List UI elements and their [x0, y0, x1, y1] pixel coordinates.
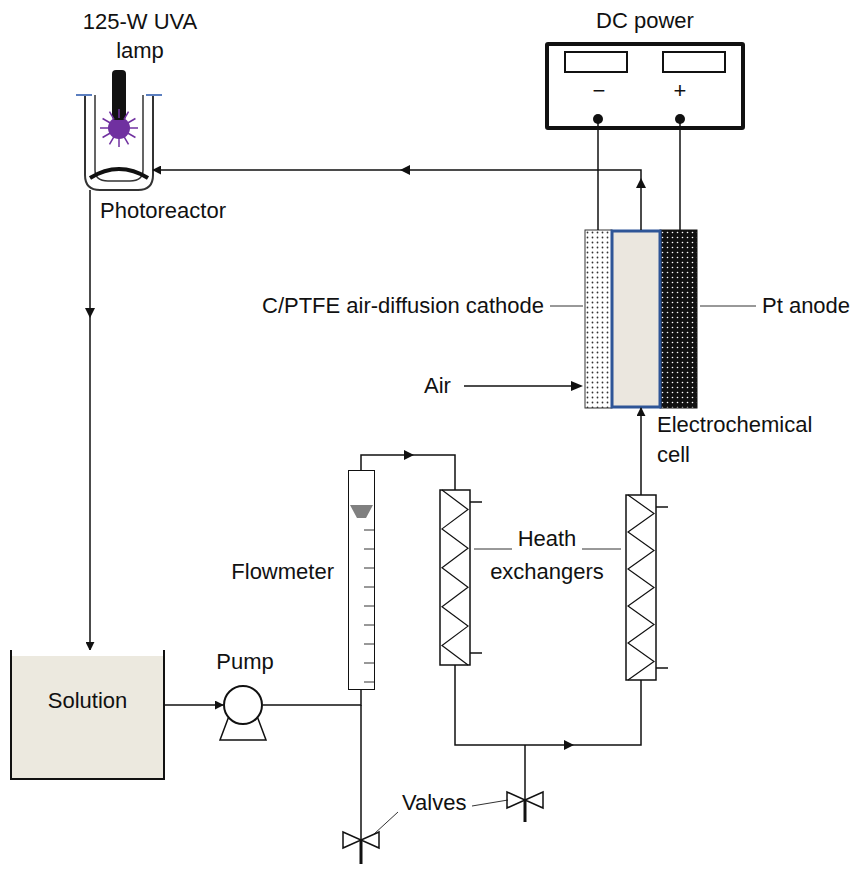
display-window: [565, 52, 627, 72]
dc-power-supply: DC power−+: [545, 42, 745, 130]
pipe-connector: [597, 130, 599, 230]
uv-ray: [103, 133, 111, 138]
hx-coils: [442, 490, 654, 680]
pipe-connector: [361, 408, 641, 745]
scale-tick: [364, 644, 375, 645]
valve-symbol: [507, 792, 525, 808]
node-text: DC power: [545, 8, 745, 34]
flow-arrow: [564, 740, 574, 750]
cell-chamber: [612, 231, 660, 407]
node-text: Electrochemical cell: [657, 410, 847, 469]
display-window: [663, 52, 725, 72]
node-text: +: [666, 78, 694, 104]
leader-line: [700, 306, 756, 307]
anode-plate: [660, 230, 697, 408]
node-text: Solution: [12, 688, 163, 714]
flow-arrow: [85, 308, 95, 318]
uv-ray: [129, 127, 138, 129]
node-text: −: [585, 78, 613, 104]
pipe-connector: [263, 690, 361, 705]
uv-rays: [100, 109, 138, 147]
leader-line: [472, 800, 508, 806]
hx-coil: [628, 495, 654, 680]
electrochemical-cell: Electrochemical cell: [585, 230, 697, 408]
hx-coil: [442, 490, 468, 665]
flowmeter: Flowmeter: [348, 470, 375, 690]
vessel-outer-wall: [85, 95, 153, 190]
heat-exchanger: [626, 495, 656, 680]
valves-label: Valves: [402, 790, 466, 816]
valve-symbol: [525, 792, 543, 808]
heat-exchanger-label: Heath exchangers: [482, 522, 612, 588]
flowmeter-float: [350, 505, 373, 518]
vessel-rim: [146, 94, 162, 96]
air-arrow: [464, 385, 574, 387]
uv-ray: [110, 112, 115, 120]
uv-ray: [124, 112, 129, 120]
hx-port: [656, 506, 668, 508]
pump: Pump: [223, 685, 263, 725]
uv-ray: [118, 138, 120, 147]
uv-ray: [128, 133, 136, 138]
air-label: Air: [424, 373, 451, 399]
valve-symbol: [361, 832, 379, 848]
scale-tick: [364, 549, 375, 550]
vessel-bottom-band: [90, 169, 148, 178]
cathode-plate: [585, 230, 612, 408]
pipe: [524, 745, 526, 800]
flow-arrow: [400, 165, 410, 175]
leader-line: [550, 306, 583, 307]
scale-tick: [364, 625, 375, 626]
uv-glow: [108, 117, 130, 139]
uv-ray: [110, 137, 115, 145]
uv-ray: [103, 119, 111, 124]
anode-label: Pt anode: [762, 293, 850, 319]
uv-ray: [118, 109, 120, 118]
photoreactor-vessel: [76, 70, 162, 190]
valve-symbol: [343, 832, 361, 848]
scale-tick: [364, 682, 375, 683]
node-text: Flowmeter: [184, 559, 334, 585]
hx-port: [470, 501, 482, 503]
scale-tick: [364, 587, 375, 588]
leader-line: [582, 549, 621, 550]
heat-exchanger: [440, 490, 470, 665]
flowmeter-scale: [364, 530, 375, 682]
hx-port: [470, 652, 482, 654]
scale-tick: [364, 568, 375, 569]
leader-line: [374, 812, 398, 834]
scale-tick: [364, 663, 375, 664]
node-text: Pump: [213, 649, 277, 675]
uv-ray: [124, 137, 129, 145]
pipe-connector: [679, 130, 681, 230]
cathode-label: C/PTFE air-diffusion cathode: [262, 293, 544, 319]
valve-stem: [524, 800, 527, 822]
pipe: [360, 705, 362, 840]
flow-arrow: [404, 450, 414, 460]
uva-lamp: [112, 70, 126, 120]
scale-tick: [364, 530, 375, 531]
node-text: 125-W UVA lamp: [75, 8, 205, 65]
pipe-connector: [165, 704, 223, 706]
vessel-rim: [76, 94, 92, 96]
pipe-connector: [153, 170, 641, 230]
pipe-connector: [89, 190, 91, 650]
node-text: Photoreactor: [100, 198, 226, 224]
flow-arrow: [636, 178, 646, 188]
arrowhead: [571, 381, 583, 391]
valve-stem: [360, 840, 363, 864]
photoreactor: 125-W UVA lampPhotoreactor: [85, 95, 153, 190]
scale-tick: [364, 606, 375, 607]
hx-port: [656, 667, 668, 669]
leader-line: [474, 549, 512, 550]
uv-ray: [100, 127, 109, 129]
solution-tank: Solution: [10, 650, 165, 780]
uv-ray: [128, 119, 136, 124]
